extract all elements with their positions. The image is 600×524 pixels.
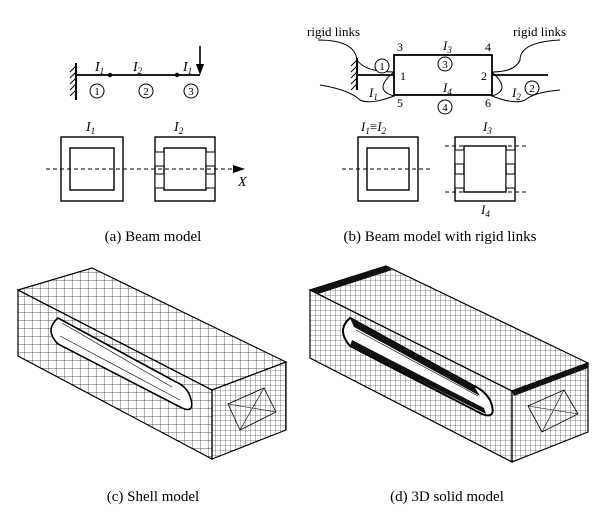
beam-label-I1-left: I1: [94, 60, 104, 76]
rigid-link-curve-left: [317, 39, 396, 103]
fixed-support-icon: [350, 58, 358, 91]
caption-solid-model: (d) 3D solid model: [390, 489, 504, 505]
svg-text:3: 3: [188, 86, 194, 98]
caption-beam-model: (a) Beam model: [105, 229, 202, 245]
svg-text:2: 2: [529, 83, 535, 95]
solid-opening: [342, 316, 494, 417]
beam-label-I3: I3: [442, 38, 452, 55]
element-number-2: 2: [138, 83, 154, 99]
element-number-4: 4: [437, 99, 453, 115]
fixed-support-icon: [69, 63, 77, 100]
axis-label-x: X: [237, 175, 247, 190]
beam-label-I2: I2: [511, 85, 521, 102]
element-number-1: 1: [89, 83, 105, 99]
svg-text:4: 4: [442, 102, 448, 114]
panel-b-rigid-links: rigid links rigid links 1 2 3 4 5 6 1 2 …: [307, 24, 566, 219]
node-number-4: 4: [485, 40, 491, 54]
section-label-I2: I2: [173, 120, 184, 136]
cross-section-I2: [154, 136, 216, 202]
beam-label-I4: I4: [442, 80, 452, 97]
beam-node: [174, 72, 180, 78]
axis-arrow-icon: [233, 165, 245, 173]
caption-rigid-links: (b) Beam model with rigid links: [344, 229, 537, 245]
node-number-1: 1: [400, 69, 406, 83]
element-number-2: 2: [524, 80, 540, 96]
cross-section-I3-I4: [445, 136, 528, 202]
panel-a-beam-model: I1 I2 I1 1 2 3 I1 I2 X: [46, 46, 247, 202]
node-number-6: 6: [485, 96, 491, 110]
panel-c-shell-model: [16, 267, 288, 460]
element-number-1: 1: [374, 58, 390, 74]
section-label-equiv: I1≡I2: [360, 119, 387, 136]
shell-end-face: [211, 361, 287, 460]
beam-label-I1: I1: [368, 85, 378, 102]
svg-text:3: 3: [442, 59, 448, 71]
rigid-links-label-right: rigid links: [513, 24, 566, 39]
load-arrow-icon: [196, 46, 204, 75]
node-number-3: 3: [397, 40, 403, 54]
beam-node: [107, 72, 113, 78]
rigid-link-curve-right: [490, 39, 561, 103]
section-label-I3: I3: [482, 119, 492, 136]
panel-d-solid-model: [308, 265, 590, 463]
node-number-2: 2: [481, 69, 487, 83]
beam-label-I1-right: I1: [182, 60, 192, 76]
rigid-links-label-left: rigid links: [307, 24, 360, 39]
svg-text:1: 1: [379, 61, 385, 73]
beam-label-I2: I2: [132, 60, 143, 76]
shell-opening: [50, 317, 193, 411]
section-label-I1: I1: [85, 120, 95, 136]
svg-text:2: 2: [143, 86, 149, 98]
node-number-5: 5: [397, 96, 403, 110]
section-label-I4: I4: [480, 202, 490, 219]
svg-text:1: 1: [94, 86, 100, 98]
element-number-3: 3: [183, 83, 199, 99]
element-number-3: 3: [437, 56, 453, 72]
caption-shell-model: (c) Shell model: [107, 489, 199, 505]
